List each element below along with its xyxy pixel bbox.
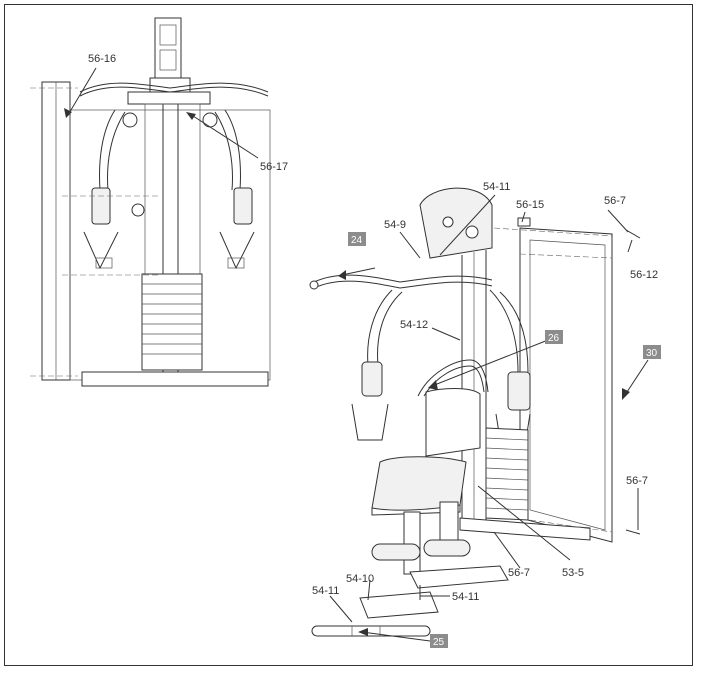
callout-label: 54-9 xyxy=(384,219,406,231)
part-tag: 30 xyxy=(643,345,661,359)
diagram-frame xyxy=(4,4,693,666)
callout-label: 56-15 xyxy=(516,199,544,211)
leader-lines xyxy=(64,67,649,642)
part-tags: 24 26 30 25 xyxy=(348,232,661,648)
callout-label: 56-12 xyxy=(630,269,658,281)
callout-label: 56-17 xyxy=(260,161,288,173)
part-tag-label: 25 xyxy=(433,637,445,648)
front-view-machine xyxy=(30,17,271,387)
part-tag-label: 24 xyxy=(351,235,363,246)
callout-label: 56-7 xyxy=(508,567,530,579)
part-tag: 26 xyxy=(545,330,563,344)
callout-label: 54-11 xyxy=(312,585,339,597)
callout-label: 56-7 xyxy=(626,475,648,487)
callout-label: 56-7 xyxy=(604,195,626,207)
callout-label: 53-5 xyxy=(562,567,584,579)
part-tag-label: 30 xyxy=(646,348,658,359)
iso-view-machine xyxy=(309,187,641,637)
part-tag: 25 xyxy=(430,634,448,648)
callout-label: 54-11 xyxy=(483,181,510,193)
callout-labels: 56-16 56-17 54-11 56-15 56-7 54-9 56-12 … xyxy=(88,53,658,603)
callout-label: 54-11 xyxy=(452,591,479,603)
callout-label: 54-10 xyxy=(346,573,374,585)
callout-label: 54-12 xyxy=(400,319,428,331)
callout-label: 56-16 xyxy=(88,53,116,65)
part-tag-label: 26 xyxy=(548,333,560,344)
part-tag: 24 xyxy=(348,232,366,246)
